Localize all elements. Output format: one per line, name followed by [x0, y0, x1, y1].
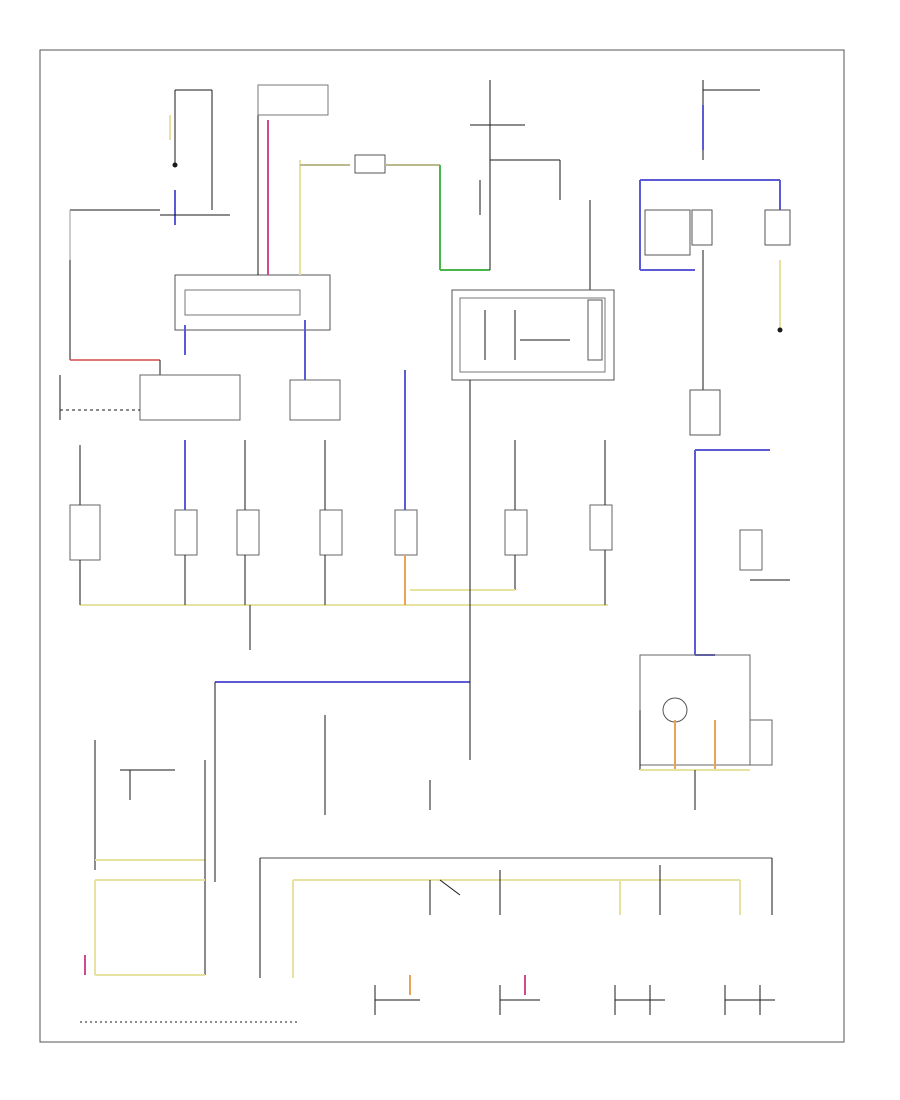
bottom-center-circuit — [80, 715, 773, 1023]
top-left-fuse-area — [69, 89, 230, 360]
center-instrument-box — [451, 289, 615, 381]
top-center-switch — [470, 80, 591, 290]
bottom-connectors — [374, 975, 775, 1015]
right-middle-branch — [694, 449, 790, 656]
middle-switch-row — [69, 370, 613, 680]
right-lamp-cluster — [639, 654, 773, 810]
top-right-relay — [639, 80, 791, 436]
central-bus — [214, 605, 471, 882]
top-center-module — [174, 84, 490, 421]
bottom-left-circuit — [84, 740, 206, 976]
left-switch-stack — [59, 260, 241, 421]
diagram-border — [39, 49, 845, 1043]
